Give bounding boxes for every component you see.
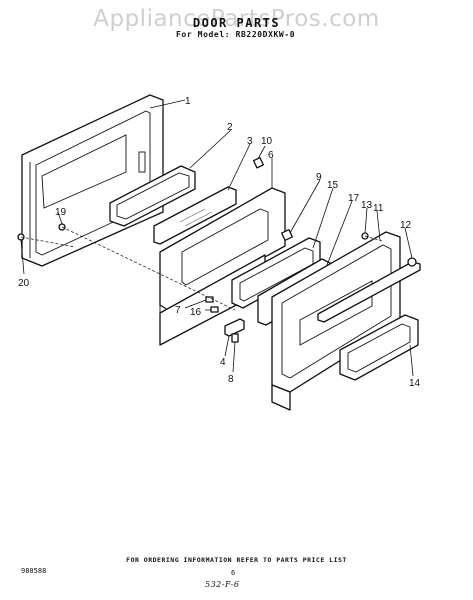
part-14-oven-gasket xyxy=(339,314,419,381)
leader-lines xyxy=(20,99,414,377)
callout-11: 11 xyxy=(373,203,384,214)
part-16-fastener xyxy=(210,306,219,313)
callout-6: 6 xyxy=(268,150,274,161)
part-10-clip xyxy=(252,157,264,169)
callout-labels: 1 2 3 10 6 9 15 17 13 11 12 19 20 7 16 4… xyxy=(18,96,421,389)
part-3-inner-glass xyxy=(153,186,237,245)
handwritten-code: 532-F-6 xyxy=(205,580,240,589)
callout-16: 16 xyxy=(190,307,202,318)
callout-13: 13 xyxy=(361,200,373,211)
part-2-door-gasket xyxy=(109,165,196,227)
callout-4: 4 xyxy=(220,357,226,368)
watermark: AppliancePartsPros.com xyxy=(93,6,380,32)
part-8-hinge-pin xyxy=(231,333,239,343)
callout-19: 19 xyxy=(55,207,67,218)
part-7-fastener xyxy=(205,296,214,303)
callout-15: 15 xyxy=(327,180,339,191)
page-title: DOOR PARTS xyxy=(192,16,281,30)
callout-14: 14 xyxy=(409,378,421,389)
part-12-end-cap xyxy=(407,257,417,267)
callout-9: 9 xyxy=(316,172,322,183)
ordering-note: FOR ORDERING INFORMATION REFER TO PARTS … xyxy=(126,556,347,564)
model-label: For Model: RB220DXKW-0 xyxy=(176,30,296,39)
document-number: 980588 xyxy=(21,567,47,575)
page-number: 6 xyxy=(231,569,236,577)
assembly-guide-lines xyxy=(20,226,383,311)
callout-20: 20 xyxy=(18,278,30,289)
callout-1: 1 xyxy=(185,96,191,107)
callout-2: 2 xyxy=(227,122,233,133)
part-4-hinge-block xyxy=(224,318,245,337)
callout-7: 7 xyxy=(175,305,181,316)
callout-10: 10 xyxy=(261,136,273,147)
callout-12: 12 xyxy=(400,220,412,231)
callout-17: 17 xyxy=(348,193,360,204)
callout-3: 3 xyxy=(247,136,253,147)
part-9-bracket xyxy=(281,229,293,241)
callout-8: 8 xyxy=(228,374,234,385)
part-1-outer-door-panel xyxy=(21,94,164,267)
